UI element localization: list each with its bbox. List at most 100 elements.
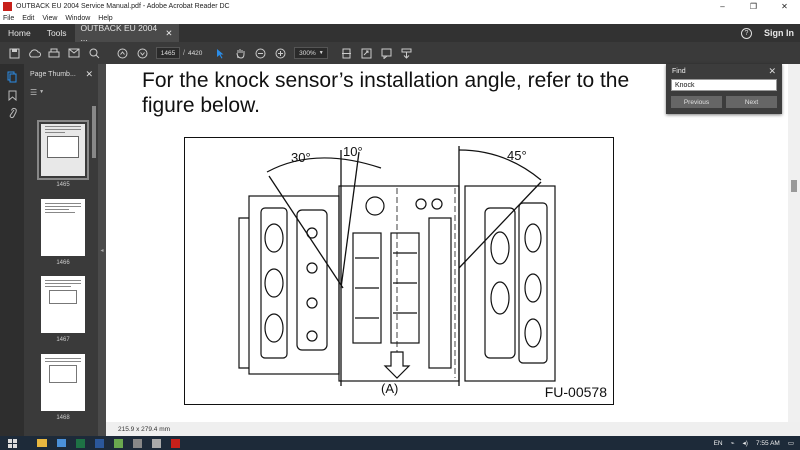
full-screen-icon[interactable] <box>358 45 374 61</box>
volume-icon[interactable]: ◂) <box>742 440 748 447</box>
tab-close-icon[interactable]: ✕ <box>165 27 173 38</box>
zoom-level-select[interactable]: 300% ▼ <box>294 47 329 59</box>
previous-page-icon[interactable] <box>114 45 130 61</box>
page-number-input[interactable]: 1465 <box>156 47 180 59</box>
store-icon[interactable] <box>54 438 68 448</box>
thumbnail-label: 1468 <box>56 415 70 421</box>
options-menu-icon[interactable]: ☰ <box>30 87 38 97</box>
thumbnail-scrollbar[interactable] <box>91 104 97 436</box>
bookmark-icon[interactable] <box>0 86 24 104</box>
save-download-icon[interactable] <box>398 45 414 61</box>
find-title: Find <box>672 68 686 75</box>
zoom-level-value: 300% <box>299 49 316 57</box>
network-icon[interactable]: ⌁ <box>730 440 735 447</box>
angle-label-10: 10° <box>343 144 363 159</box>
find-previous-button[interactable]: Previous <box>671 96 722 108</box>
thumbnail-label: 1466 <box>56 260 70 266</box>
sign-in-link[interactable]: Sign In <box>764 28 794 38</box>
thumbnail-label: 1465 <box>56 182 70 188</box>
attachment-icon[interactable] <box>0 104 24 122</box>
chevron-down-icon: ▼ <box>318 50 324 56</box>
thumbnail-page-1466[interactable] <box>41 199 85 256</box>
document-scrollbar[interactable] <box>788 64 800 422</box>
language-indicator[interactable]: EN <box>713 439 723 447</box>
title-bar: OUTBACK EU 2004 Service Manual.pdf - Ado… <box>0 0 800 12</box>
thumbnail-panel-title: Page Thumb... <box>30 70 76 78</box>
comment-icon[interactable] <box>378 45 394 61</box>
start-icon[interactable] <box>5 438 19 448</box>
chevron-down-icon: ▼ <box>39 89 45 95</box>
thumbnail-panel: Page Thumb... ✕ ☰ ▼ 1465 1466 1467 1468 <box>24 64 98 436</box>
knock-sensor-figure: 30° 10° 45° (A) FU-00578 <box>184 137 614 405</box>
system-tray: EN ⌁ ◂) 7:55 AM ▭ <box>713 439 800 448</box>
restore-button[interactable]: ❐ <box>749 1 758 11</box>
taskbar: EN ⌁ ◂) 7:55 AM ▭ <box>0 436 800 450</box>
figure-label-a: (A) <box>381 381 399 396</box>
app-icon[interactable] <box>149 438 163 448</box>
close-icon[interactable]: ✕ <box>768 66 776 76</box>
file-explorer-icon[interactable] <box>35 438 49 448</box>
menu-edit[interactable]: Edit <box>22 14 35 22</box>
tab-home[interactable]: Home <box>8 28 31 38</box>
toolbar: 1465 / 4420 300% ▼ <box>0 42 800 64</box>
thumbnail-page-1465[interactable] <box>37 120 89 180</box>
page-separator: / <box>183 49 185 57</box>
photos-icon[interactable] <box>130 438 144 448</box>
page-thumbnails-icon[interactable] <box>0 68 24 86</box>
panel-splitter[interactable]: ◂ <box>98 64 106 436</box>
email-icon[interactable] <box>66 45 82 61</box>
total-pages: 4420 <box>187 49 203 57</box>
close-icon[interactable]: ✕ <box>85 68 93 79</box>
next-page-icon[interactable] <box>134 45 150 61</box>
thumbnail-panel-header: Page Thumb... ✕ <box>24 64 98 84</box>
fit-page-icon[interactable] <box>338 45 354 61</box>
tab-bar: Home Tools OUTBACK EU 2004 ... ✕ ? Sign … <box>0 23 800 43</box>
engine-block-drawing <box>238 146 556 386</box>
page-size: 215.9 x 279.4 mm <box>118 425 171 433</box>
word-icon[interactable] <box>92 438 106 448</box>
find-next-button[interactable]: Next <box>726 96 777 108</box>
acrobat-taskbar-icon[interactable] <box>168 438 182 448</box>
help-icon[interactable]: ? <box>741 27 752 39</box>
menu-help[interactable]: Help <box>98 14 113 22</box>
hand-tool-icon[interactable] <box>232 45 248 61</box>
maps-icon[interactable] <box>111 438 125 448</box>
angle-label-30: 30° <box>291 150 311 165</box>
window-title: OUTBACK EU 2004 Service Manual.pdf - Ado… <box>16 2 230 10</box>
tab-tools[interactable]: Tools <box>46 28 67 38</box>
thumbnail-options[interactable]: ☰ ▼ <box>24 84 98 100</box>
minimize-button[interactable]: – <box>720 1 725 11</box>
angle-label-45: 45° <box>507 148 527 163</box>
search-icon[interactable] <box>86 45 102 61</box>
zoom-in-icon[interactable] <box>272 45 288 61</box>
tab-document-label: OUTBACK EU 2004 ... <box>80 23 158 43</box>
upload-cloud-icon[interactable] <box>26 45 42 61</box>
excel-icon[interactable] <box>73 438 87 448</box>
notifications-icon[interactable]: ▭ <box>787 440 794 447</box>
clock[interactable]: 7:55 AM <box>755 439 780 447</box>
menu-view[interactable]: View <box>42 14 58 22</box>
zoom-out-icon[interactable] <box>252 45 268 61</box>
find-panel: Find ✕ Previous Next <box>666 64 782 114</box>
select-cursor-icon[interactable] <box>212 45 228 61</box>
menu-file[interactable]: File <box>3 14 15 22</box>
tab-bar-right: ? Sign In <box>741 24 800 42</box>
find-input[interactable] <box>671 79 777 91</box>
window-controls: – ❐ ✕ <box>707 0 800 12</box>
left-rail <box>0 64 24 436</box>
acrobat-app-icon <box>3 1 12 11</box>
thumbnail-page-1468[interactable] <box>41 354 85 411</box>
close-window-button[interactable]: ✕ <box>781 1 788 11</box>
scrollbar-thumb[interactable] <box>791 180 797 192</box>
figure-code: FU-00578 <box>544 384 607 400</box>
document-view[interactable]: For the knock sensor’s installation angl… <box>106 64 788 422</box>
document-text: For the knock sensor’s installation angl… <box>142 69 630 117</box>
print-icon[interactable] <box>46 45 62 61</box>
tab-document[interactable]: OUTBACK EU 2004 ... ✕ <box>74 23 179 43</box>
menu-bar: File Edit View Window Help <box>0 12 800 24</box>
save-icon[interactable] <box>6 45 22 61</box>
menu-window[interactable]: Window <box>65 14 91 22</box>
thumbnail-page-1467[interactable] <box>41 276 85 333</box>
status-bar: 215.9 x 279.4 mm <box>106 422 800 436</box>
thumbnail-label: 1467 <box>56 337 70 343</box>
